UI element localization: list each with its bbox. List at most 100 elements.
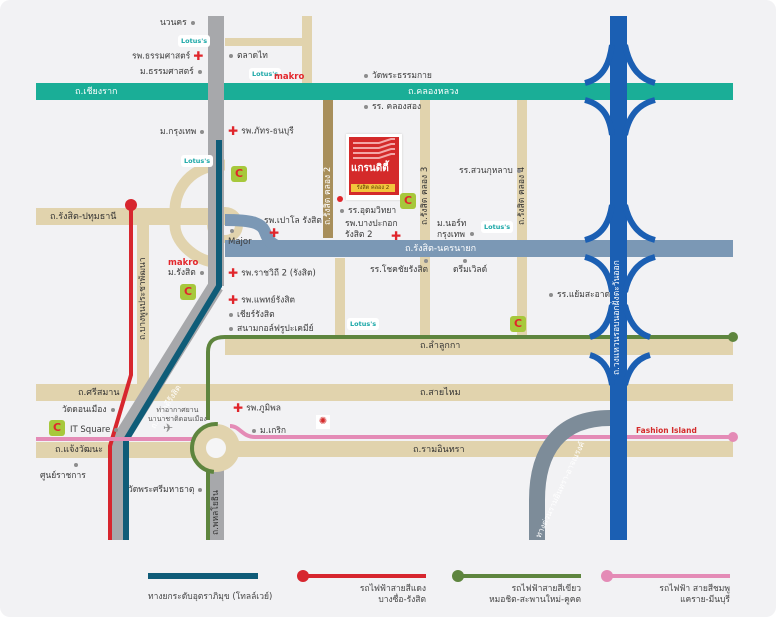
dot-icon (190, 20, 195, 25)
place-thammasat-uni: ม.ธรรมศาสตร์ (140, 67, 206, 78)
central-icon: C (49, 420, 65, 436)
dot-icon (424, 259, 428, 263)
dot-icon (252, 428, 256, 433)
place-golf-rangsit: สนามกอล์ฟรูปะเคมีย์ (225, 324, 314, 335)
hospital-icon: ✚ (193, 49, 204, 63)
ring-ramps-south (588, 304, 652, 386)
green-line (206, 335, 733, 540)
road-klong2-south (335, 258, 345, 338)
label-sai-mai: ถ.สายไหม (420, 388, 461, 398)
place-kasem-uni: ม.เกริก (248, 426, 286, 437)
dot-icon (364, 73, 368, 78)
dot-icon (114, 427, 119, 432)
place-wat-dhammakaya: วัดพระธรรมกาย (360, 71, 432, 82)
legend-tollway-label: ทางยกระดับอุตราภิมุข (โทลล์เวย์) (148, 592, 273, 602)
hospital-icon: ✚ (228, 266, 239, 280)
project-subtitle: รังสิต คลอง 2 (351, 184, 395, 192)
place-paolo-hospital: รพ.เปาโล รังสิต (264, 216, 322, 226)
airplane-icon: ✈ (163, 421, 174, 435)
project-logo: แกรนดิตี้ รังสิต คลอง 2 (346, 134, 402, 200)
place-nawanakorn: นวนคร (160, 18, 199, 29)
place-north-bkk-uni: ม.นอร์ท กรุงเทพ (437, 219, 467, 240)
logo-stripes (353, 138, 395, 159)
dot-icon (229, 53, 233, 58)
place-udom-school: รร.อุดมวิทยา (336, 206, 396, 217)
roundabout-green-ring (190, 422, 242, 474)
lotus-logo: Lotus's (347, 318, 380, 330)
road-bang-phun (137, 225, 149, 385)
dot-icon (197, 69, 202, 74)
label-lam-luk-ka: ถ.ลำลูกกา (420, 341, 461, 351)
road-klong2 (323, 100, 333, 238)
label-klong2: ถ.รังสิต คลอง 2 (323, 166, 333, 225)
place-wat-phra-sri: วัดพระศรีมหาธาตุ (128, 485, 206, 496)
road-ram-inthra (216, 441, 733, 457)
dot-icon (229, 326, 233, 331)
lumpini-stadium-icon: ✺ (316, 415, 330, 429)
label-bang-phun: ถ.บางพูนประชาพัฒนา (138, 257, 148, 340)
place-paet-rangsit: ✚รพ.แพทย์รังสิต (228, 293, 296, 307)
ring-ramps-middle (584, 204, 656, 293)
hospital-icon: ✚ (233, 401, 244, 415)
place-rajavithi-hospital: ✚รพ.ราชวิถี 2 (รังสิต) (228, 266, 316, 280)
dot-icon (110, 407, 115, 412)
label-rangsit-nakhon-nayok: ถ.รังสิต-นครนายก (405, 244, 477, 254)
road-rangsit-nakhon-nayok (225, 240, 733, 257)
place-bhumibol-hospital: ✚รพ.ภูมิพล (233, 401, 281, 415)
legend-red-dot (297, 570, 309, 582)
dot-icon (470, 232, 474, 236)
road-lam-luk-ka (225, 337, 733, 355)
label-chiang-rak: ถ.เชียงราก (75, 87, 118, 97)
lotus-logo: Lotus's (178, 35, 211, 47)
ring-ramps-north (584, 44, 656, 136)
label-outer-ring: ถ.วงแหวนรอบนอกฝั่งตะวันออก (612, 260, 622, 375)
dot-icon (229, 312, 233, 317)
central-icon: C (400, 193, 416, 209)
hospital-icon: ✚ (228, 124, 239, 138)
place-klong-song-school: รร. คลองสอง (360, 102, 421, 113)
hospital-icon: ✚ (228, 293, 239, 307)
place-yim-saard: รร.แย้มสะอาด (545, 290, 610, 301)
place-wat-don-mueang: วัดดอนเมือง (62, 405, 119, 416)
makro-logo: makro (168, 258, 199, 268)
label-khlong-luang: ถ.คลองหลวง (408, 87, 459, 97)
place-bangkok-uni: ม.กรุงเทพ (160, 127, 208, 138)
dot-icon (516, 168, 521, 173)
pink-line-west (36, 437, 201, 441)
dot-icon (463, 259, 467, 263)
place-chokchai-school: รร.โชคชัยรังสิต (370, 265, 429, 275)
dot-icon (340, 208, 344, 213)
place-airport: ท่าอากาศยาน นานาชาติดอนเมือง (148, 406, 207, 423)
central-icon: C (510, 316, 526, 332)
place-phyathai-hospital: ✚รพ.ภัทร-ธนบุรี (228, 124, 294, 138)
road-klong4 (517, 100, 527, 338)
project-location-dot (337, 196, 343, 202)
road-sai-mai (36, 384, 733, 401)
project-logo-box: แกรนดิตี้ รังสิต คลอง 2 (349, 137, 399, 195)
red-line (108, 257, 133, 540)
label-ram-inthra: ถ.รามอินทรา (413, 445, 465, 455)
road-phahon-yothin-south (208, 460, 224, 540)
pink-line-terminal (728, 432, 738, 442)
dot-icon (230, 228, 234, 233)
road-chiang-rak (36, 83, 733, 100)
makro-logo: makro (274, 72, 305, 82)
tollway-line (123, 140, 222, 540)
label-klong3: ถ.รังสิต คลอง 3 (420, 166, 430, 225)
road-talad-thai-h (225, 38, 310, 46)
place-thammasat-hospital: รพ.ธรรมศาสตร์✚ (132, 49, 204, 63)
label-phahon-yothin: ถ.พหลโยธิน (211, 490, 221, 535)
label-si-saman: ถ.ศรีสมาน (78, 388, 120, 398)
pink-line-east (229, 424, 733, 439)
place-it-square: IT Square (70, 425, 122, 436)
dot-icon (549, 292, 553, 297)
place-govt-center: ศูนย์ราชการ (40, 460, 86, 482)
road-klong3 (420, 100, 430, 338)
place-future-rangsit: เชียร์รังสิต (225, 310, 275, 321)
lotus-logo: Lotus's (249, 68, 282, 80)
central-icon: C (180, 284, 196, 300)
dot-icon (200, 129, 205, 134)
legend-tollway-swatch (148, 573, 258, 579)
legend-green-swatch (458, 574, 581, 578)
project-name: แกรนดิตี้ (351, 163, 389, 174)
